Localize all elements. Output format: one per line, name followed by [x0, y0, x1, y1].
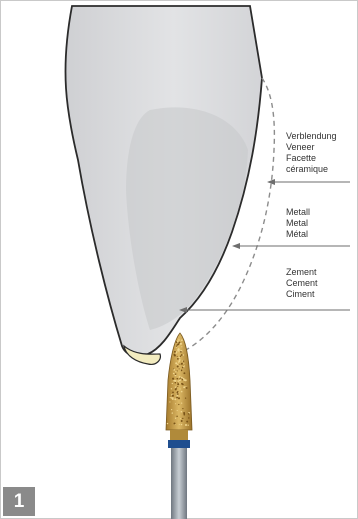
label-cement-de: Zement: [286, 267, 318, 278]
figure-number-badge: 1: [3, 487, 35, 516]
bur-neck: [170, 430, 188, 440]
bur-shaft: [171, 448, 187, 519]
label-metal-fr: Métal: [286, 229, 310, 240]
label-metal: Metall Metal Métal: [286, 207, 310, 240]
label-metal-en: Metal: [286, 218, 310, 229]
diamond-bur-icon: [166, 333, 192, 519]
label-cement: Zement Cement Ciment: [286, 267, 318, 300]
label-cement-fr: Ciment: [286, 289, 318, 300]
label-veneer-fr-1: Facette: [286, 153, 337, 164]
label-veneer-en: Veneer: [286, 142, 337, 153]
label-veneer: Verblendung Veneer Facette céramique: [286, 131, 337, 175]
label-cement-en: Cement: [286, 278, 318, 289]
bur-diamond-head: [166, 333, 192, 430]
bur-color-ring: [168, 440, 190, 448]
label-metal-de: Metall: [286, 207, 310, 218]
label-veneer-fr-2: céramique: [286, 164, 337, 175]
tooth-preparation-core: [126, 107, 248, 330]
label-veneer-de: Verblendung: [286, 131, 337, 142]
